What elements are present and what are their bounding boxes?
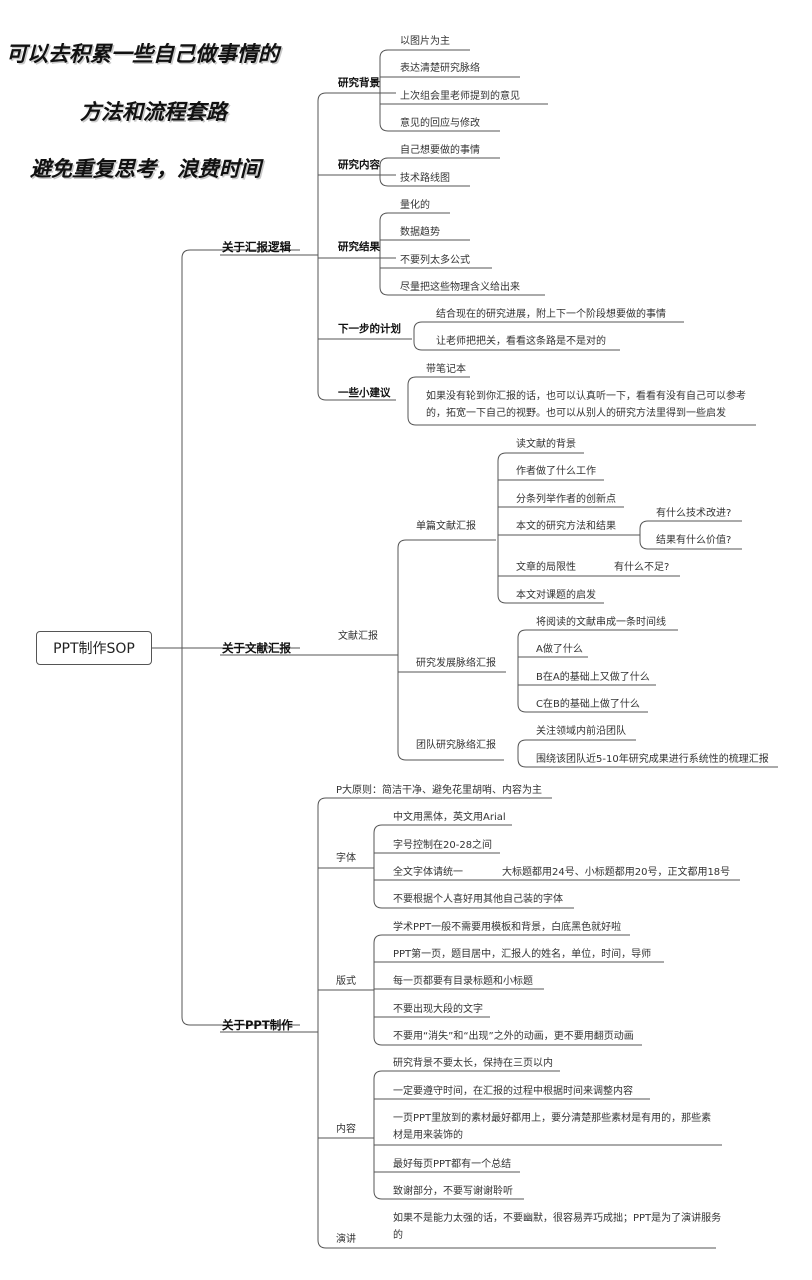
leaf-item[interactable]: 全文字体请统一: [393, 867, 463, 878]
leaf-item[interactable]: 分条列举作者的创新点: [516, 494, 616, 505]
leaf-item[interactable]: B在A的基础上又做了什么: [536, 672, 650, 683]
connector-method: [639, 520, 742, 550]
leaf-item[interactable]: A做了什么: [536, 644, 583, 655]
leaf-item[interactable]: 技术路线图: [400, 173, 450, 184]
leaf-item[interactable]: 围绕该团队近5-10年研究成果进行系统性的梳理汇报: [536, 754, 769, 765]
leaf-item[interactable]: 有什么不足?: [614, 562, 670, 573]
connector-results: [379, 212, 545, 296]
leaf-item[interactable]: 一页PPT里放到的素材最好都用上，要分清楚那些素材是有用的，那些素材是用来装饰的: [393, 1113, 712, 1141]
leaf-item[interactable]: 一定要遵守时间，在汇报的过程中根据时间来调整内容: [393, 1086, 633, 1097]
node-speech[interactable]: 演讲: [336, 1234, 356, 1245]
leaf-item[interactable]: 致谢部分，不要写谢谢聆听: [393, 1186, 513, 1197]
leaf-item[interactable]: 不要出现大段的文字: [393, 1004, 483, 1015]
leaf-item[interactable]: 本文对课题的启发: [516, 590, 596, 601]
leaf-item[interactable]: 如果没有轮到你汇报的话，也可以认真听一下，看看有没有自己可以参考的，拓宽一下自己…: [426, 391, 746, 419]
connector-content: [379, 157, 500, 187]
leaf-item[interactable]: 文章的局限性: [516, 562, 576, 573]
root-node[interactable]: PPT制作SOP: [36, 631, 152, 665]
leaf-item[interactable]: 表达清楚研究脉络: [400, 63, 480, 74]
leaf-item[interactable]: 不要根据个人喜好用其他自己装的字体: [393, 894, 563, 905]
leaf-item[interactable]: PPT第一页，题目居中，汇报人的姓名，单位，时间，导师: [393, 949, 652, 960]
leaf-item[interactable]: 将阅读的文献串成一条时间线: [536, 617, 666, 628]
leaf-item[interactable]: 有什么技术改进?: [656, 508, 732, 519]
leaf-item[interactable]: 量化的: [400, 200, 430, 211]
connector-single: [497, 452, 604, 604]
leaf-item[interactable]: 本文的研究方法和结果: [516, 521, 616, 532]
leaf-item[interactable]: 结合现在的研究进展，附上下一个阶段想要做的事情: [436, 309, 666, 320]
slogan-line-3: 避免重复思考，浪费时间: [30, 157, 261, 181]
leaf-item[interactable]: 关注领域内前沿团队: [536, 726, 626, 737]
leaf-item[interactable]: 最好每页PPT都有一个总结: [393, 1159, 512, 1170]
leaf-item[interactable]: 结果有什么价值?: [656, 535, 732, 546]
node-tips[interactable]: 一些小建议: [338, 387, 391, 399]
node-research-content[interactable]: 研究内容: [338, 159, 380, 171]
node-literature-report-sub[interactable]: 文献汇报: [338, 631, 378, 642]
leaf-item[interactable]: 数据趋势: [400, 227, 440, 238]
node-research-results[interactable]: 研究结果: [338, 241, 380, 253]
leaf-item[interactable]: 读文献的背景: [516, 439, 576, 450]
branch-ppt-making[interactable]: 关于PPT制作: [222, 1018, 293, 1032]
leaf-item[interactable]: 让老师把把关，看看这条路是不是对的: [436, 336, 606, 347]
connector-tips: [407, 376, 756, 426]
leaf-item[interactable]: 每一页都要有目录标题和小标题: [393, 976, 533, 987]
connector-font: [373, 824, 574, 909]
leaf-item[interactable]: 字号控制在20-28之间: [393, 840, 493, 851]
node-research-background[interactable]: 研究背景: [338, 77, 380, 89]
connector-layout: [373, 934, 642, 1046]
connector-content-ppt: [373, 1070, 560, 1200]
leaf-item[interactable]: 意见的回应与修改: [400, 118, 480, 129]
connector-development: [517, 629, 678, 713]
leaf-item[interactable]: 研究背景不要太长，保持在三页以内: [393, 1058, 553, 1069]
connector-root: [181, 249, 300, 1026]
node-team[interactable]: 团队研究脉络汇报: [416, 740, 496, 751]
leaf-item[interactable]: 学术PPT一般不需要用模板和背景，白底黑色就好啦: [393, 922, 622, 933]
connector-team: [517, 739, 778, 768]
leaf-item[interactable]: 如果不是能力太强的话，不要幽默，很容易弄巧成拙；PPT是为了演讲服务的: [393, 1213, 722, 1241]
node-principle[interactable]: P大原则：简洁干净、避免花里胡哨、内容为主: [336, 785, 543, 796]
branch-report-logic[interactable]: 关于汇报逻辑: [222, 240, 291, 254]
connector-next-plan: [413, 321, 684, 351]
slogan-line-1: 可以去积累一些自己做事情的: [6, 42, 279, 66]
node-font[interactable]: 字体: [336, 853, 356, 864]
leaf-item[interactable]: 中文用黑体，英文用Arial: [393, 812, 506, 823]
connector-ppt: [317, 797, 716, 1249]
leaf-item[interactable]: 以图片为主: [400, 36, 450, 47]
connector-report-logic: [317, 92, 396, 401]
slogan-line-2: 方法和流程套路: [80, 100, 227, 124]
node-layout[interactable]: 版式: [336, 976, 356, 987]
leaf-item[interactable]: 上次组会里老师提到的意见: [400, 91, 520, 102]
leaf-item[interactable]: 大标题都用24号、小标题都用20号，正文都用18号: [502, 867, 731, 878]
leaf-item[interactable]: 不要列太多公式: [400, 255, 470, 266]
leaf-item[interactable]: 自己想要做的事情: [400, 145, 480, 156]
node-development[interactable]: 研究发展脉络汇报: [416, 658, 496, 669]
connector-literature: [397, 539, 504, 761]
node-next-plan[interactable]: 下一步的计划: [338, 323, 401, 335]
leaf-item[interactable]: 不要用“消失”和“出现”之外的动画，更不要用翻页动画: [393, 1031, 634, 1042]
node-content[interactable]: 内容: [336, 1124, 356, 1135]
leaf-item[interactable]: C在B的基础上做了什么: [536, 699, 640, 710]
branch-literature-report[interactable]: 关于文献汇报: [222, 641, 291, 655]
connector-background: [379, 49, 500, 132]
node-single-paper[interactable]: 单篇文献汇报: [416, 521, 476, 532]
leaf-item[interactable]: 尽量把这些物理含义给出来: [400, 282, 520, 293]
leaf-item[interactable]: 带笔记本: [426, 364, 466, 375]
leaf-item[interactable]: 作者做了什么工作: [516, 466, 596, 477]
